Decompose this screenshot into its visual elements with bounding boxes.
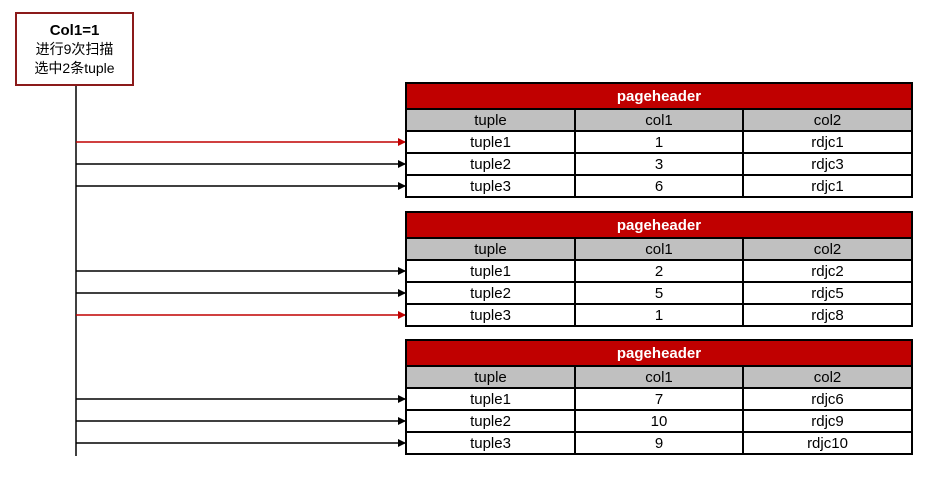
col1-cell: 2 (574, 259, 744, 283)
col2-cell: rdjc9 (742, 409, 913, 433)
tuple-cell: tuple2 (405, 409, 576, 433)
query-scan-count: 进行9次扫描 (35, 40, 114, 57)
query-box: Col1=1 进行9次扫描 选中2条tuple (15, 12, 134, 86)
col1-cell: 10 (574, 409, 744, 433)
col2-cell: rdjc8 (742, 303, 913, 327)
table-row: tuple2 3 rdjc3 (405, 152, 913, 176)
table-row: tuple1 7 rdjc6 (405, 387, 913, 411)
column-header-col1: col1 (574, 365, 744, 389)
table-row: tuple3 9 rdjc10 (405, 431, 913, 455)
tuple-cell: tuple1 (405, 130, 576, 154)
tuple-cell: tuple2 (405, 281, 576, 305)
tuple-cell: tuple3 (405, 431, 576, 455)
table-row: tuple2 5 rdjc5 (405, 281, 913, 305)
column-header-tuple: tuple (405, 365, 576, 389)
query-title: Col1=1 (49, 21, 100, 39)
page-table-2: pageheader tuple col1 col2 tuple1 2 rdjc… (405, 211, 913, 327)
page-table-3: pageheader tuple col1 col2 tuple1 7 rdjc… (405, 339, 913, 455)
col1-cell: 7 (574, 387, 744, 411)
col1-cell: 9 (574, 431, 744, 455)
col2-cell: rdjc1 (742, 174, 913, 198)
col1-cell: 1 (574, 130, 744, 154)
column-header-col2: col2 (742, 365, 913, 389)
tuple-cell: tuple1 (405, 387, 576, 411)
column-header-col1: col1 (574, 237, 744, 261)
tuple-cell: tuple2 (405, 152, 576, 176)
table-row: tuple1 2 rdjc2 (405, 259, 913, 283)
table-row: tuple1 1 rdjc1 (405, 130, 913, 154)
col2-cell: rdjc2 (742, 259, 913, 283)
column-header-col2: col2 (742, 108, 913, 132)
col1-cell: 1 (574, 303, 744, 327)
col1-cell: 3 (574, 152, 744, 176)
page-table-1: pageheader tuple col1 col2 tuple1 1 rdjc… (405, 82, 913, 198)
table-row: tuple3 6 rdjc1 (405, 174, 913, 198)
table-row: tuple2 10 rdjc9 (405, 409, 913, 433)
column-header-col2: col2 (742, 237, 913, 261)
col1-cell: 5 (574, 281, 744, 305)
col2-cell: rdjc5 (742, 281, 913, 305)
page-header: pageheader (405, 211, 913, 239)
page-header: pageheader (405, 339, 913, 367)
tuple-cell: tuple3 (405, 303, 576, 327)
tuple-cell: tuple3 (405, 174, 576, 198)
query-selected-count: 选中2条tuple (34, 59, 115, 76)
col1-cell: 6 (574, 174, 744, 198)
column-header-tuple: tuple (405, 237, 576, 261)
tuple-cell: tuple1 (405, 259, 576, 283)
column-header-col1: col1 (574, 108, 744, 132)
page-header: pageheader (405, 82, 913, 110)
col2-cell: rdjc1 (742, 130, 913, 154)
col2-cell: rdjc10 (742, 431, 913, 455)
col2-cell: rdjc3 (742, 152, 913, 176)
table-row: tuple3 1 rdjc8 (405, 303, 913, 327)
column-header-tuple: tuple (405, 108, 576, 132)
col2-cell: rdjc6 (742, 387, 913, 411)
